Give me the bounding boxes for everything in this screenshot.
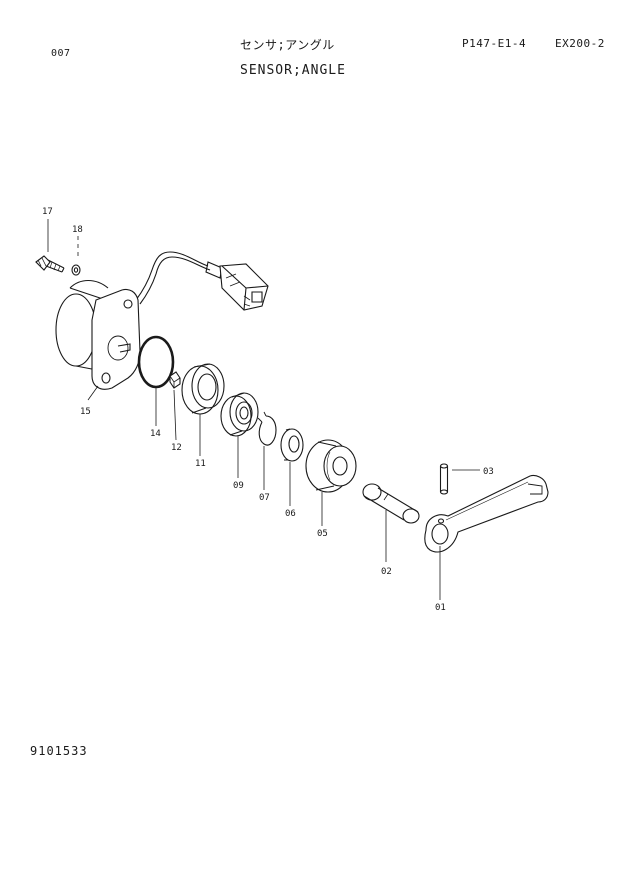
- part-pin: [439, 463, 449, 495]
- part-bearing: [220, 392, 259, 437]
- part-seal: [181, 363, 225, 415]
- part-o-ring: [137, 335, 175, 389]
- leader-lines: [47, 219, 480, 600]
- page-reference: P147-E1-4: [462, 37, 527, 50]
- callout-11: 11: [195, 459, 206, 469]
- title-japanese: センサ;アングル: [240, 38, 335, 52]
- part-flat-washer: [280, 428, 304, 462]
- part-bushing: [305, 439, 357, 493]
- part-key: [169, 371, 181, 389]
- callout-01: 01: [435, 603, 446, 613]
- model-number: EX200-2: [555, 37, 605, 50]
- callout-03: 03: [483, 467, 494, 477]
- part-washer: [71, 264, 81, 276]
- callout-02: 02: [381, 567, 392, 577]
- callout-14: 14: [150, 429, 161, 439]
- part-shaft: [362, 483, 420, 524]
- title-english: SENSOR;ANGLE: [240, 63, 346, 78]
- part-sensor-body: [55, 279, 141, 390]
- callout-07: 07: [259, 493, 270, 503]
- part-lever: [424, 474, 549, 553]
- callout-12: 12: [171, 443, 182, 453]
- callout-18: 18: [72, 225, 83, 235]
- page-code: 007: [51, 48, 71, 59]
- callout-09: 09: [233, 481, 244, 491]
- part-snap-ring: [257, 411, 277, 446]
- callout-06: 06: [285, 509, 296, 519]
- part-connector: [135, 251, 269, 311]
- document-number: 9101533: [30, 744, 88, 758]
- callout-17: 17: [42, 207, 53, 217]
- part-bolt: [35, 255, 65, 273]
- callout-05: 05: [317, 529, 328, 539]
- callout-15: 15: [80, 407, 91, 417]
